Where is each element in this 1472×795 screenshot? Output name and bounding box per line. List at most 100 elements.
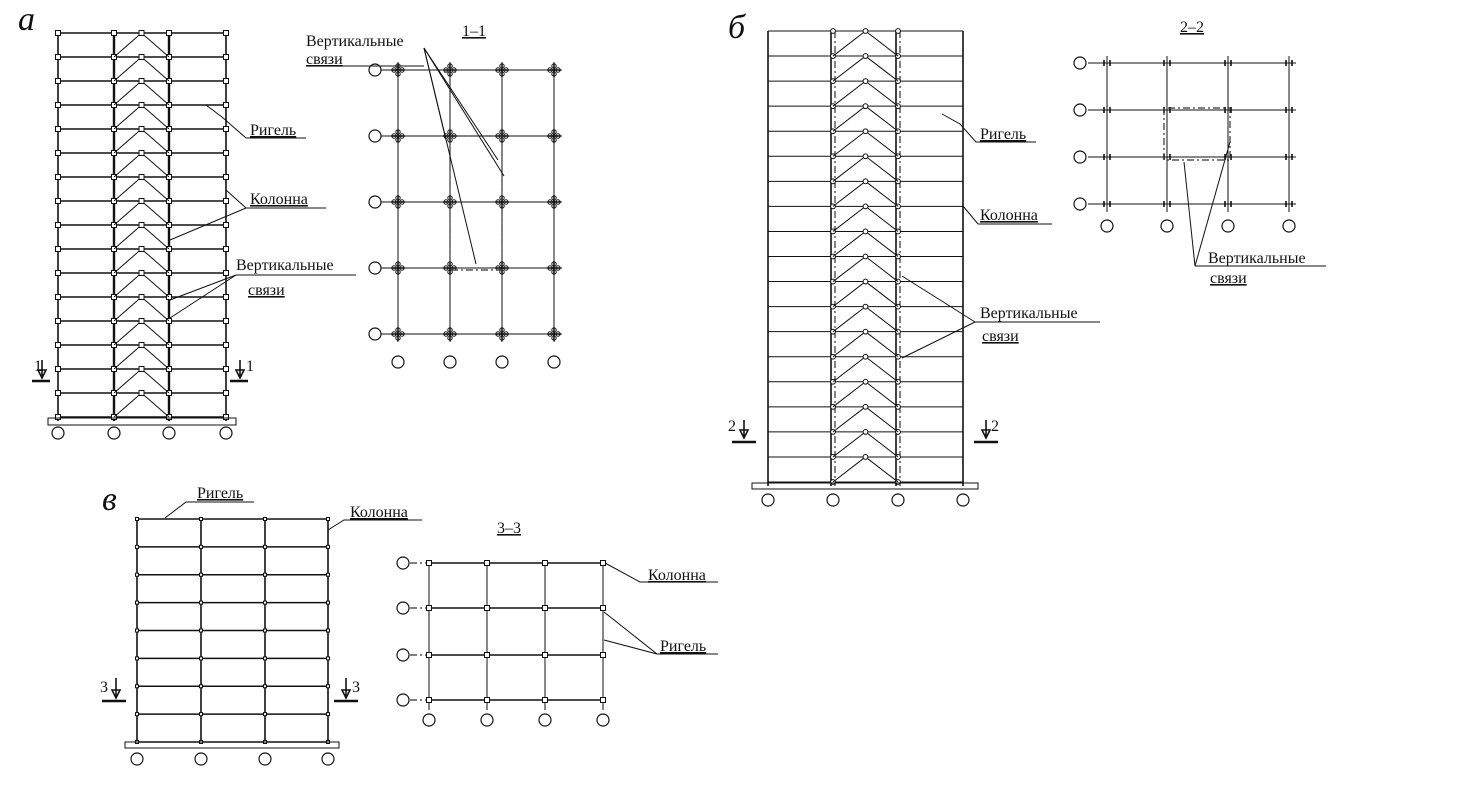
b-brace-node [862,153,869,160]
a-section-arrow-left-head [36,369,48,380]
a-plan-row-bubble-4 [368,327,382,341]
c-plan-row-bubble-2 [396,648,410,662]
a-joint [55,294,61,300]
a-joint [55,54,61,60]
b-bracing-leader-1 [901,275,976,323]
c-plan-joint [484,697,490,703]
c-joint [135,656,139,661]
a-joint [55,198,61,204]
a-brace [113,200,142,226]
a-plan-bracing-outline [449,135,503,271]
a-brace-node [138,102,145,108]
panel-a-section-mark-left: 1 [34,358,42,375]
c-joint [135,600,139,605]
b-brace-node [862,128,869,135]
c-beam-leader [164,501,254,519]
b-axis-bubble-3 [956,493,970,507]
b-brace [865,256,899,282]
a-brace [141,272,170,298]
c-plan-joint [600,605,606,611]
a-axis-bubble-1 [107,426,121,440]
a-joint [55,366,61,372]
a-joint [223,222,229,228]
a-plan-row-bubble-2 [368,195,382,209]
c-plan-col-bubble-0 [422,713,436,727]
c-plan-joint [426,560,432,566]
panel-b-plan-bracing-label-line1: Вертикальные [1208,250,1306,267]
a-brace-node [138,174,145,180]
panel-b-beam-label: Ригель [980,126,1026,143]
a-brace-node [138,198,145,204]
a-joint [55,126,61,132]
a-brace-node [138,246,145,252]
panel-b-bracing-label-line2: связи [982,328,1019,345]
b-plan-col-bubble-2 [1221,219,1235,233]
b-brace [832,231,866,257]
b-brace-node [862,378,869,385]
b-brace [865,55,899,82]
b-brace-node [862,428,869,435]
a-brace-node [138,222,145,228]
b-brace-node [862,178,869,185]
c-plan-joint [542,605,548,611]
b-brace-node [862,328,869,335]
a-joint [223,54,229,60]
c-joint [199,712,203,717]
b-plan-col-bubble-0 [1100,219,1114,233]
b-beam-leader [941,113,1036,143]
a-joint [55,270,61,276]
b-brace [832,406,866,433]
panel-b-plan-bracing-label-line2: связи [1210,270,1247,287]
c-section-arrow-left-head [110,689,122,700]
panel-c-section-mark-right: 3 [352,679,360,696]
c-joint [199,600,203,605]
b-brace-node [862,28,869,34]
b-brace [865,456,899,483]
a-brace-node [138,78,145,84]
c-joint [135,684,139,689]
c-plan-joint [542,652,548,658]
c-column-leader [327,519,422,531]
a-plan-leader-4 [423,47,447,141]
a-joint [223,414,229,420]
a-brace [113,320,142,346]
a-joint [55,390,61,396]
c-plan-joint [600,652,606,658]
a-joint [223,294,229,300]
a-joint [55,414,61,420]
a-brace [141,248,170,274]
a-brace-node [138,54,145,60]
c-plan-beam-leader-2 [603,639,658,655]
a-joint [223,390,229,396]
a-brace [113,56,142,82]
c-plan-joint [542,697,548,703]
b-brace-node [862,278,869,285]
panel-b-section-mark-left: 2 [728,418,736,435]
a-bracing-leader-1 [169,274,237,301]
a-brace-node [138,30,145,36]
a-brace [113,344,142,370]
b-plan-bracing-outline [1163,107,1231,161]
c-plan-joint [542,560,548,566]
b-brace [865,205,899,232]
c-plan-row-bubble-0 [396,556,410,570]
b-brace-node [862,353,869,360]
panel-a-letter: а [18,1,35,38]
c-joint [326,544,330,549]
b-plan-col-bubble-1 [1160,219,1174,233]
panel-c-section-mark-left: 3 [100,679,108,696]
c-joint [326,712,330,717]
c-axis-bubble-3 [321,752,335,766]
b-brace [832,30,866,57]
b-brace [865,281,899,308]
a-joint [223,198,229,204]
a-brace [141,344,170,370]
panel-b-column-label: Колонна [980,207,1038,224]
c-axis-bubble-0 [130,752,144,766]
c-joint [135,628,139,633]
panel-b-bracing-label-line1: Вертикальные [980,305,1078,322]
c-plan-joint [484,605,490,611]
a-brace [141,296,170,322]
c-joint [263,684,267,689]
